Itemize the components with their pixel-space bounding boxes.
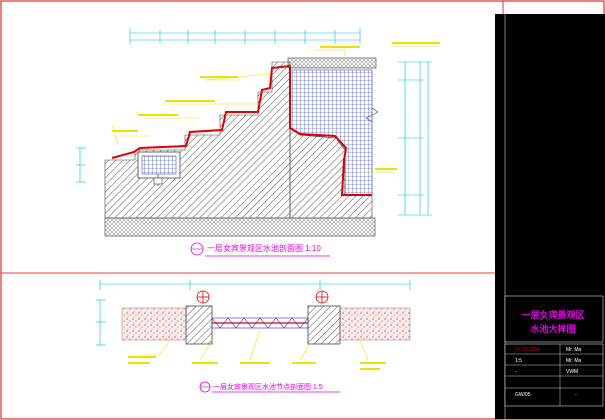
title-block-drawing-no: GW/05 [515,392,531,398]
left-dimension-chain [76,147,86,183]
title-block-designer: Mr. Ma [566,347,582,353]
annotation-leaders [111,45,440,173]
gravel-left [121,307,187,341]
top-dimension-chain [129,28,361,44]
top-coping [287,57,377,69]
right-break-line [365,107,379,123]
right-dimension-chain [398,61,432,216]
structure-hatch [104,61,291,219]
lower-top-dimension [99,280,411,290]
axis-marker-left [196,290,210,304]
title-block-title-2: 水池大样图 [530,324,576,334]
foundation-band [104,217,376,237]
title-block-table [504,343,604,407]
title-block-date: 07.09.2004 [515,347,541,353]
post-left [185,305,213,345]
gravel-right [339,307,411,341]
title-block-checker: Mr. Ma [566,358,582,364]
title-block-title-1: 一层女宾景观区 [521,310,585,320]
lower-annotation-leaders [140,329,369,361]
lower-annotation-marks [128,356,386,370]
title-block-dash: - [515,369,517,375]
section-title: 一层女宾景观区水池剖面图 1:10 [207,244,321,253]
annotation-text-marks [112,42,440,170]
title-block-dash-2: - [575,392,577,398]
lower-left-dimension [96,299,106,346]
detail-title: 一层女宾景观区水池节点剖面图 1:5 [213,384,323,391]
title-block-scale: 1:5 [515,358,522,364]
axis-marker-right [315,290,329,304]
post-right [307,305,341,345]
title-block-panel [504,295,604,343]
section-edge-line [111,64,372,196]
title-block-sheet-code: VWM [566,369,579,375]
